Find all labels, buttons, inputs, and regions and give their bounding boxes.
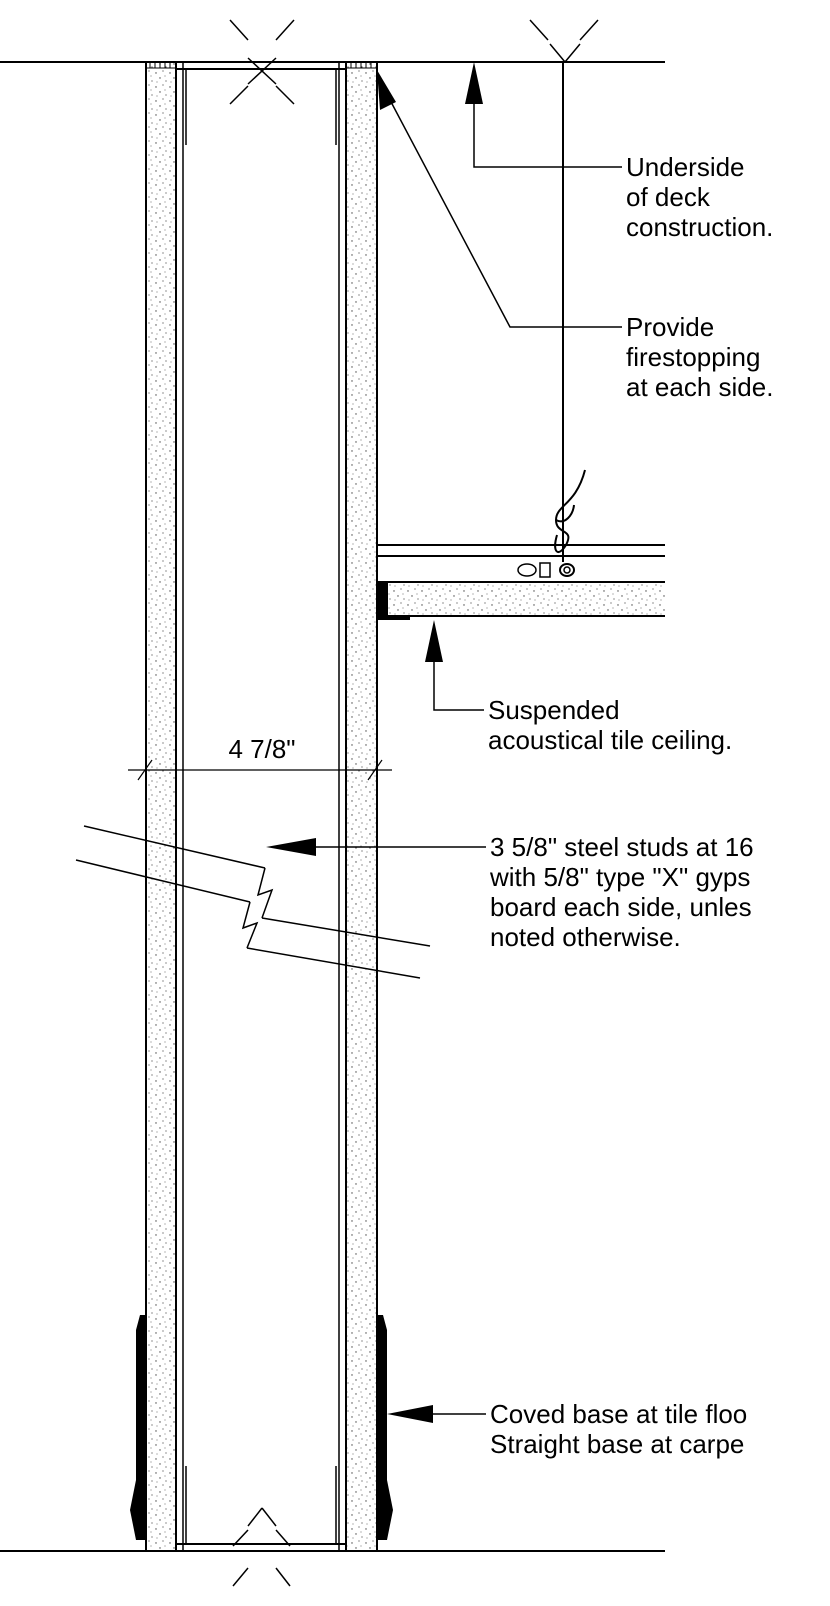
callout-studs-line-1: 3 5/8" steel studs at 16	[490, 832, 754, 862]
callout-studs-line-2: with 5/8" type "X" gyps	[489, 862, 750, 892]
callout-base: Coved base at tile floo Straight base at…	[490, 1399, 747, 1459]
leader-base	[387, 1405, 486, 1423]
section-cut-plane	[75, 825, 431, 979]
callout-firestop-line-2: firestopping	[626, 342, 760, 372]
callout-deck-line-3: construction.	[626, 212, 773, 242]
callout-ceiling: Suspended acoustical tile ceiling.	[488, 695, 732, 755]
base-trim-right	[377, 1315, 393, 1540]
callout-studs: 3 5/8" steel studs at 16 with 5/8" type …	[489, 832, 754, 952]
callout-ceiling-line-2: acoustical tile ceiling.	[488, 725, 732, 755]
base-trim-left	[130, 1315, 146, 1540]
steel-stud	[175, 61, 347, 1552]
gypsum-board-left	[145, 61, 177, 1552]
callout-studs-line-3: board each side, unles	[490, 892, 752, 922]
suspended-ceiling	[377, 544, 665, 620]
leader-deck	[465, 62, 622, 168]
callout-ceiling-line-1: Suspended	[488, 695, 620, 725]
callout-base-line-1: Coved base at tile floo	[490, 1399, 747, 1429]
break-mark-bottom	[232, 1507, 291, 1587]
callout-base-line-2: Straight base at carpe	[490, 1429, 744, 1459]
callout-firestop-line-1: Provide	[626, 312, 714, 342]
callout-studs-line-4: noted otherwise.	[490, 922, 681, 952]
callout-firestop-line-3: at each side.	[626, 372, 773, 402]
callout-deck: Underside of deck construction.	[626, 152, 773, 242]
dimension-line	[128, 759, 392, 781]
callout-deck-line-2: of deck	[626, 182, 711, 212]
dimension-label: 4 7/8"	[228, 734, 295, 764]
firestopping-top	[146, 62, 377, 69]
leader-firestop	[377, 70, 622, 328]
callout-firestop: Provide firestopping at each side.	[626, 312, 773, 402]
gypsum-board-right	[345, 61, 378, 1552]
callout-deck-line-1: Underside	[626, 152, 745, 182]
hanger-wire	[554, 62, 586, 562]
break-mark-top-right	[529, 19, 599, 63]
break-mark-top-left	[229, 19, 295, 105]
leader-studs	[266, 838, 486, 856]
leader-ceiling	[425, 620, 484, 711]
